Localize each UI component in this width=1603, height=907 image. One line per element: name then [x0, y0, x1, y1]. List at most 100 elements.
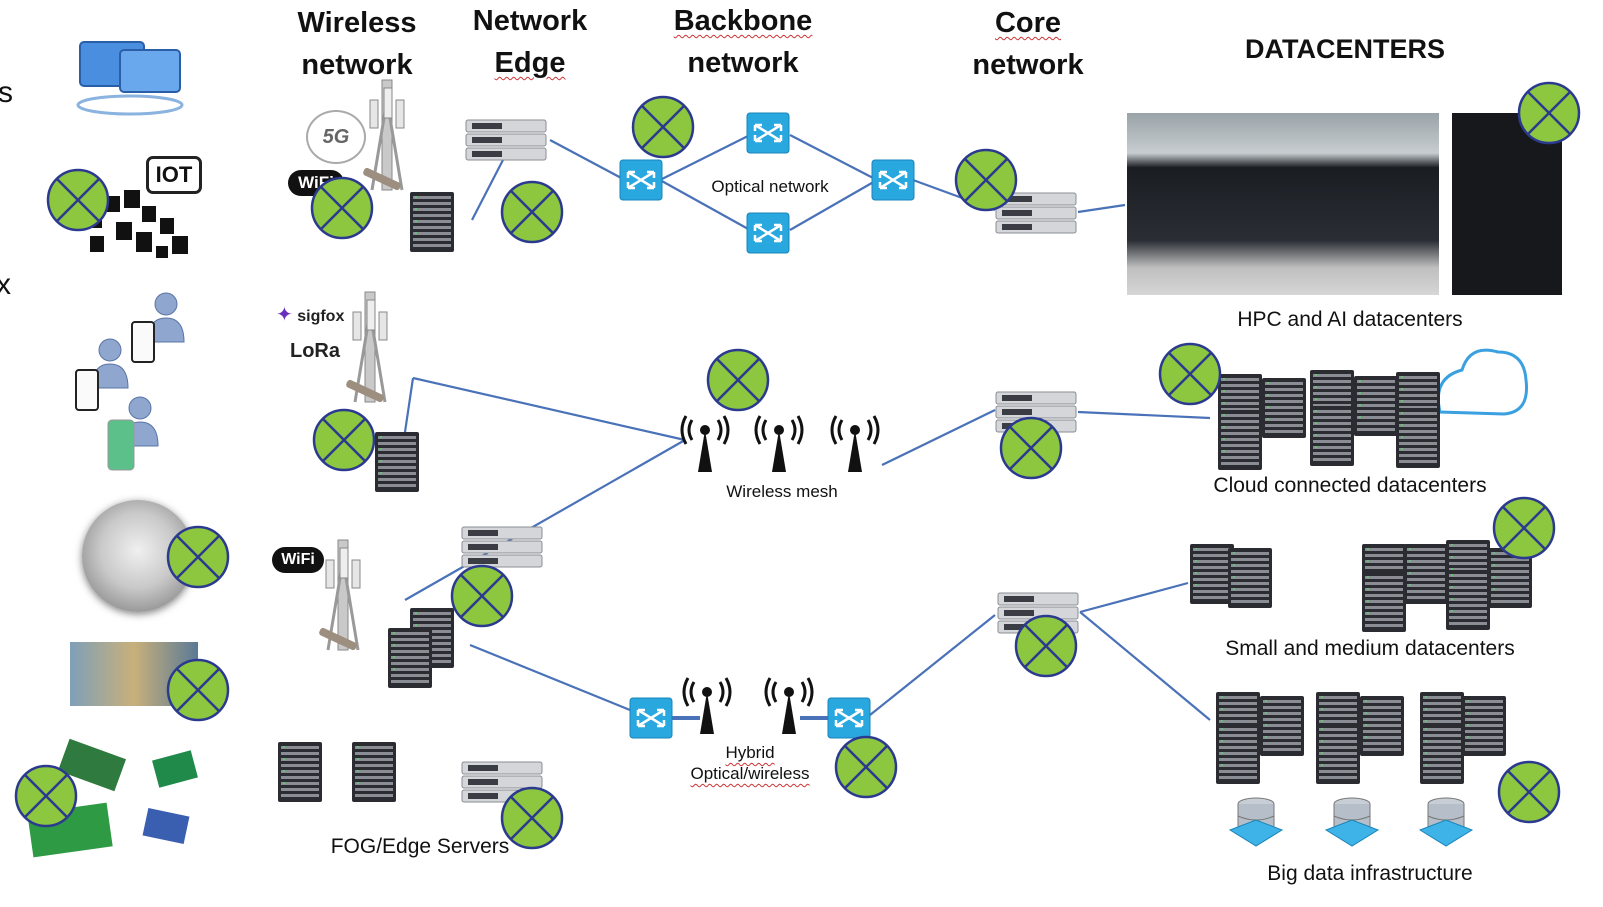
label-cloud-datacenters: Cloud connected datacenters [1213, 474, 1487, 497]
green-cross-marker-icon [166, 525, 230, 589]
mobile-users-icon [75, 292, 185, 471]
optical-switch-left [618, 158, 664, 202]
label-optical-network: Optical network [711, 177, 829, 196]
green-cross-marker-icon [310, 176, 374, 240]
computers-icon [76, 41, 184, 116]
green-cross-marker-icon [1158, 342, 1222, 406]
link-edge-to-hybrid [469, 643, 631, 712]
green-cross-marker-icon [999, 416, 1063, 480]
link-optical-upper-left [659, 134, 751, 181]
mesh-antenna-2 [754, 414, 804, 474]
label-small-medium-datacenters: Small and medium datacenters [1225, 637, 1515, 660]
cell-tower-wifi [316, 538, 362, 653]
fiveg-logo-text: 5G [322, 126, 350, 148]
green-cross-marker-icon [14, 764, 78, 828]
green-cross-marker-icon [166, 658, 230, 722]
header-wireless-network: Wireless network [292, 2, 422, 86]
edge-switch-middle [461, 526, 543, 568]
label-hybrid-line2: Optical/wireless [690, 764, 810, 783]
optical-switch-top [745, 111, 791, 155]
hybrid-antenna-1 [682, 676, 732, 736]
green-cross-marker-icon [1492, 496, 1556, 560]
green-cross-marker-icon [500, 180, 564, 244]
link-optical-lower-left [659, 179, 751, 231]
link-core-to-bigdata [1079, 611, 1211, 721]
hybrid-antenna-2 [764, 676, 814, 736]
server-wireless-top [410, 192, 454, 252]
link-core-to-cloud [1077, 410, 1211, 420]
header-backbone-line2: network [687, 47, 799, 79]
link-optical-upper-right [789, 134, 878, 181]
lora-logo: LoRa [290, 340, 340, 363]
small-medium-datacenter-servers [1190, 540, 1532, 632]
link-core-to-small-dc [1079, 581, 1189, 614]
cloud-icon [1436, 348, 1529, 416]
link-edge-to-backbone [549, 139, 626, 181]
label-hybrid: Hybrid Optical/wireless [670, 742, 830, 784]
sigfox-logo: ✦ sigfox [276, 304, 345, 326]
green-cross-marker-icon [1014, 614, 1078, 678]
cell-tower-top [360, 78, 406, 193]
optical-switch-right [870, 158, 916, 202]
link-edge-to-mesh [404, 439, 686, 601]
green-cross-marker-icon [954, 148, 1018, 212]
mesh-antenna-3 [830, 414, 880, 474]
header-backbone-line1: Backbone [673, 5, 813, 37]
marker-group [14, 81, 1581, 850]
link-optical-lower-right [789, 179, 878, 231]
header-core-line1: Core [994, 7, 1062, 39]
header-wireless-line2: network [301, 49, 413, 81]
optical-switch-bottom [745, 211, 791, 255]
fog-server-2 [352, 742, 396, 802]
link-core-to-hpc [1077, 203, 1126, 214]
side-fragment-x: x [0, 268, 11, 301]
header-wireless-line1: Wireless [297, 7, 417, 39]
mesh-antenna-1 [680, 414, 730, 474]
edge-switch-top [465, 119, 547, 161]
green-cross-marker-icon [312, 408, 376, 472]
label-wireless-mesh-text: Wireless mesh [726, 482, 838, 501]
label-hpc-ai-datacenters: HPC and AI datacenters [1237, 308, 1463, 331]
big-data-servers [1216, 692, 1506, 784]
green-cross-marker-icon [500, 786, 564, 850]
iot-logo-text: IOT [155, 162, 193, 187]
label-fog-edge-servers: FOG/Edge Servers [330, 835, 510, 858]
fog-server-1 [278, 742, 322, 802]
server-lpwan [375, 432, 419, 492]
lora-logo-text: LoRa [290, 340, 340, 362]
header-network-edge: Network Edge [465, 0, 595, 84]
sigfox-logo-text: sigfox [297, 308, 345, 325]
link-lpwan-tower-to-server [403, 377, 415, 433]
cloud-datacenter-servers [1218, 370, 1440, 470]
hybrid-switch-right [826, 696, 872, 740]
iot-logo: IOT [146, 156, 202, 194]
label-wireless-mesh: Wireless mesh [712, 482, 852, 502]
link-hybrid-to-core [869, 614, 996, 716]
header-edge-line2: Edge [494, 47, 566, 79]
fiveg-logo: 5G [306, 110, 366, 164]
big-data-storage [1229, 797, 1473, 847]
label-big-data-infrastructure: Big data infrastructure [1267, 862, 1473, 885]
green-cross-marker-icon [706, 348, 770, 412]
side-fragment-s: s [0, 76, 13, 109]
cell-tower-lpwan [343, 290, 389, 405]
wifi-logo-bottom: WiFi [272, 547, 324, 573]
green-cross-marker-icon [46, 168, 110, 232]
header-backbone-network: Backbone network [668, 0, 818, 84]
hybrid-switch-left [628, 696, 674, 740]
green-cross-marker-icon [450, 564, 514, 628]
link-edge-to-server [471, 157, 505, 221]
link-lpwan-to-mesh [412, 376, 686, 442]
green-cross-marker-icon [1517, 81, 1581, 145]
header-edge-line1: Network [472, 5, 588, 37]
wifi-logo-bottom-text: WiFi [281, 551, 315, 568]
header-core-line2: network [972, 49, 1084, 81]
hpc-datacenter-photo [1127, 113, 1439, 295]
header-datacenters: DATACENTERS [1245, 34, 1445, 64]
green-cross-marker-icon [834, 735, 898, 799]
green-cross-marker-icon [631, 95, 695, 159]
header-core-network: Core network [963, 2, 1093, 86]
server-edge-front [388, 628, 432, 688]
